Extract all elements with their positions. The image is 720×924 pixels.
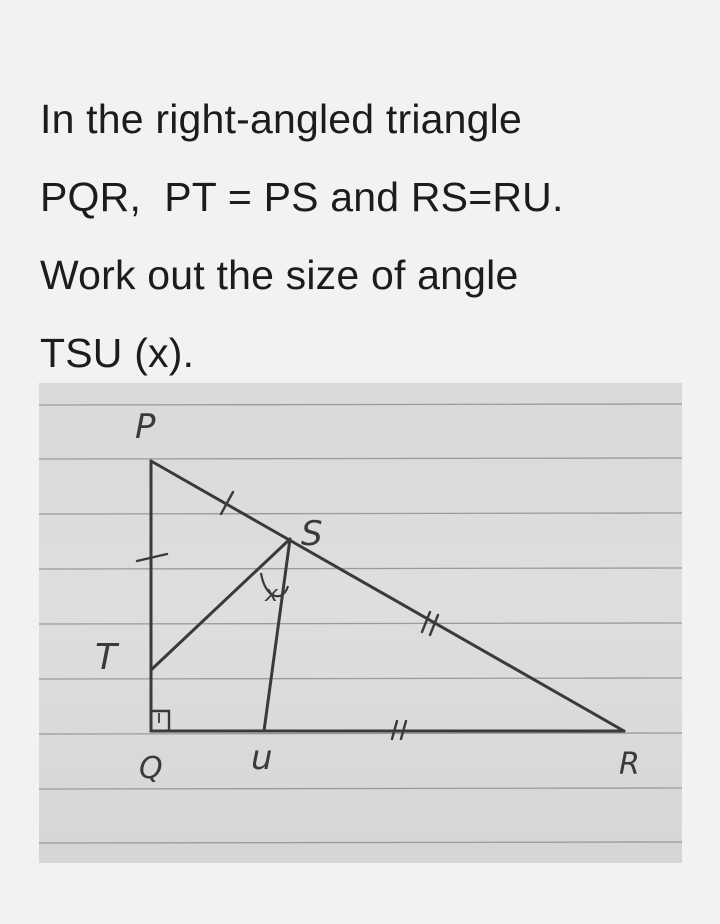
tick-sr-1 [420, 610, 432, 634]
question-line-3: Work out the size of angle [40, 252, 519, 298]
segment-su [262, 537, 292, 733]
label-s: S [301, 514, 323, 554]
tick-ur-1 [390, 719, 399, 741]
tick-ps [219, 490, 235, 516]
question-line-2: PQR, PT = PS and RS=RU. [40, 174, 564, 220]
tick-pt [135, 552, 169, 563]
label-q: Q [139, 751, 163, 786]
rule-line [39, 787, 682, 790]
rule-line [39, 677, 682, 680]
rule-line [39, 622, 682, 625]
rule-line [39, 841, 682, 844]
ruled-lines [39, 403, 682, 844]
rule-line [39, 403, 682, 406]
question-text: In the right-angled triangle PQR, PT = P… [40, 80, 700, 392]
label-x: x [264, 582, 279, 607]
label-t: T [95, 637, 120, 678]
segment-ts [149, 537, 292, 672]
rule-line [39, 457, 682, 460]
label-r: R [619, 747, 640, 782]
rule-line [39, 567, 682, 570]
label-u: u [251, 738, 273, 778]
question-line-1: In the right-angled triangle [40, 96, 522, 142]
label-p: P [135, 407, 156, 447]
tick-sr-2 [428, 613, 440, 637]
tick-ur-2 [399, 719, 408, 741]
question-line-4: TSU (x). [40, 330, 195, 376]
side-pr [149, 459, 626, 733]
angle-x-arc [259, 572, 290, 598]
right-angle-marker [151, 709, 171, 731]
diagram-photo: P T S Q u R x [39, 383, 682, 863]
rule-line [39, 732, 682, 735]
rule-line [39, 512, 682, 515]
triangle-diagram: P T S Q u R x [39, 403, 682, 844]
